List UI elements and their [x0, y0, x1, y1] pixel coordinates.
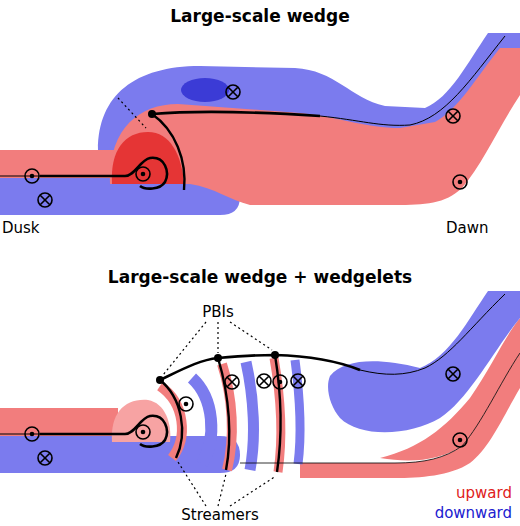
- current-in-symbol: [225, 375, 239, 389]
- upward-current-sheet: [0, 408, 118, 436]
- pbi-dot: [271, 351, 279, 359]
- panel-heading: Large-scale wedge + wedgelets: [108, 267, 412, 287]
- current-in-symbol: [446, 367, 460, 381]
- legend-swatch: downward: [435, 504, 512, 522]
- boundary-line: [240, 353, 520, 463]
- legend-text: downward: [435, 504, 512, 522]
- leader-line: [163, 322, 272, 375]
- bottom-panel: [0, 291, 520, 506]
- leader-line: [178, 462, 276, 506]
- current-out-symbol: [179, 397, 193, 411]
- current-in-symbol: [291, 374, 305, 388]
- callout-label: PBIs: [202, 303, 234, 321]
- auroral-arc-line: [40, 416, 167, 447]
- current-out-symbol: [136, 167, 150, 181]
- downward-core: [181, 78, 229, 102]
- legend-entry: downward: [435, 504, 512, 522]
- leader-line: [118, 98, 146, 128]
- streamer-line: [218, 358, 229, 470]
- top-panel: [0, 33, 520, 215]
- auroral-arc-line: [40, 158, 167, 189]
- streamer-line: [275, 355, 281, 472]
- pbi-dot: [156, 376, 164, 384]
- legend-entry: upward: [456, 484, 512, 502]
- auroral-arc-line: [152, 112, 320, 116]
- panel-heading: Large-scale wedge: [170, 6, 350, 26]
- current-in-symbol: [38, 451, 52, 465]
- callout-label: Streamers: [181, 506, 258, 524]
- pbi-dot: [214, 354, 222, 362]
- current-in-symbol: [446, 109, 460, 123]
- downward-wedgelet: [246, 362, 253, 470]
- downward-current-sheet: [328, 291, 520, 432]
- upward-current-sheet: [0, 150, 118, 178]
- downward-wedgelet: [295, 360, 300, 464]
- boundary-line: [360, 294, 505, 374]
- legend-swatch: upward: [456, 484, 512, 502]
- wedge-arc-line: [152, 114, 184, 190]
- onset-dot: [148, 110, 156, 118]
- current-out-symbol: [273, 375, 287, 389]
- current-in-symbol: [257, 374, 271, 388]
- direction-label: Dusk: [2, 219, 40, 237]
- current-out-symbol: [453, 433, 467, 447]
- current-out-symbol: [25, 169, 39, 183]
- current-in-symbol: [226, 85, 240, 99]
- current-in-symbol: [38, 193, 52, 207]
- current-out-symbol: [136, 425, 150, 439]
- boundary-line: [320, 36, 505, 125]
- current-out-symbol: [453, 175, 467, 189]
- direction-label: Dawn: [446, 219, 489, 237]
- current-out-symbol: [25, 427, 39, 441]
- upward-current-sheet: [110, 48, 520, 205]
- streamer-line: [160, 380, 182, 458]
- downward-wedgelet: [192, 378, 211, 464]
- legend-text: upward: [456, 484, 512, 502]
